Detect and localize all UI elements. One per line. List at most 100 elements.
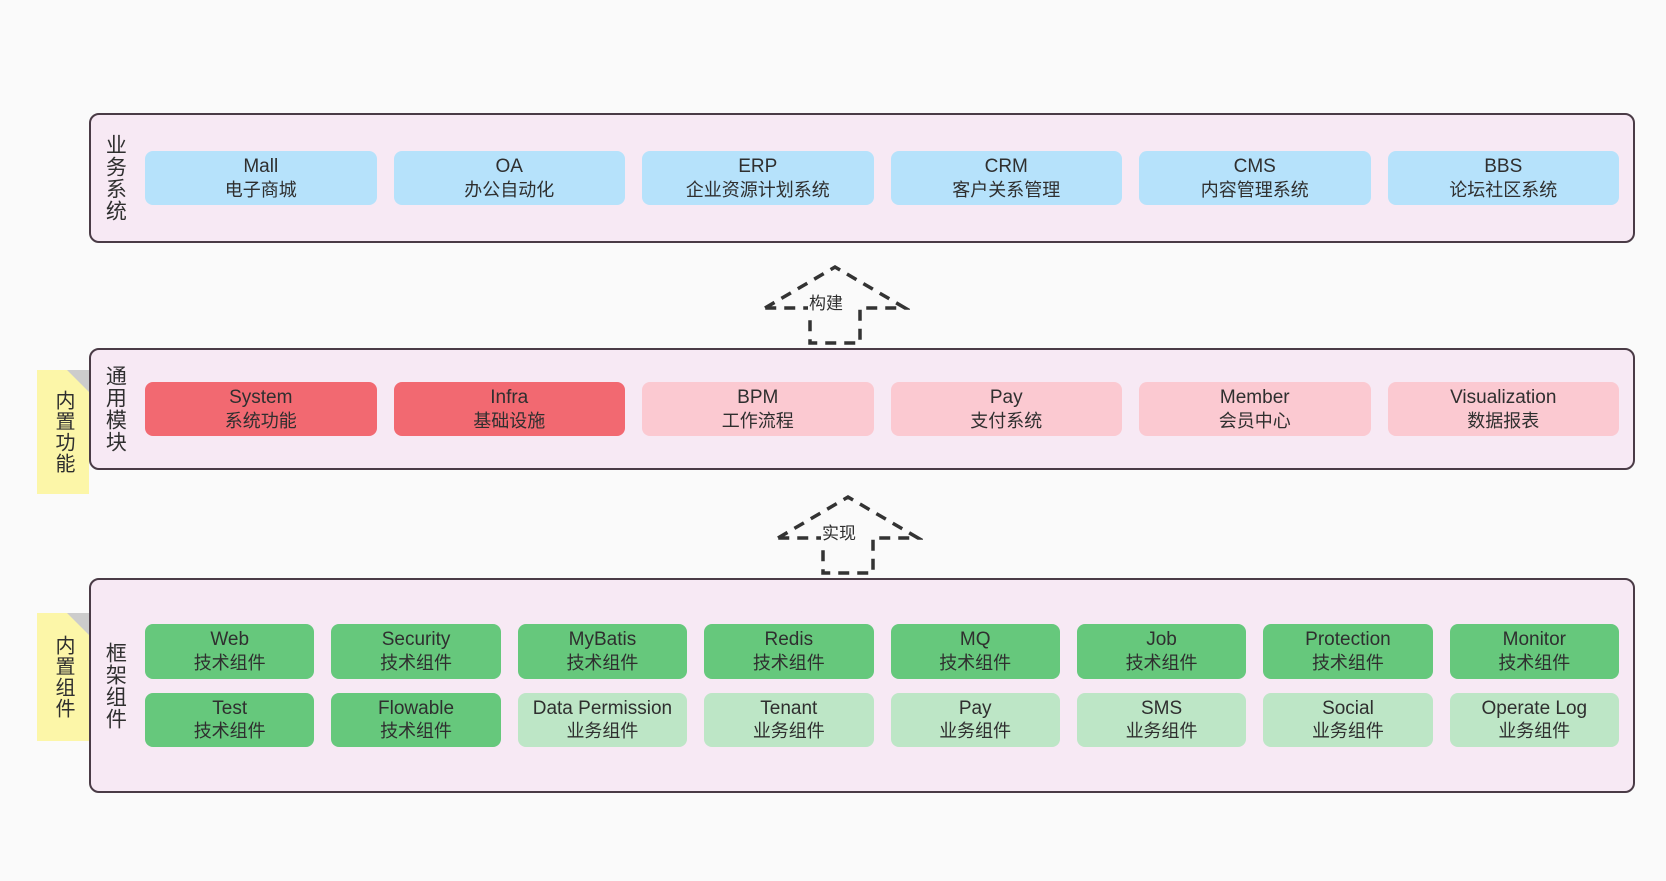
node-pay-module-en: Pay xyxy=(989,386,1023,408)
node-sms[interactable]: SMS 业务组件 xyxy=(1076,692,1247,747)
node-pay-component-cn: 业务组件 xyxy=(939,721,1012,742)
node-monitor-en: Monitor xyxy=(1502,629,1566,651)
node-data-permission-cn: 业务组件 xyxy=(566,721,639,742)
sticky-note-builtin-component-label: 内置组件 xyxy=(52,635,74,719)
node-social-cn: 业务组件 xyxy=(1311,721,1384,742)
node-erp-cn: 企业资源计划系统 xyxy=(685,179,830,200)
sticky-note-builtin-component: 内置组件 xyxy=(37,613,89,741)
node-bbs-en: BBS xyxy=(1484,155,1523,177)
node-protection-cn: 技术组件 xyxy=(1311,653,1384,673)
node-member-cn: 会员中心 xyxy=(1218,410,1291,431)
node-pay-module[interactable]: Pay 支付系统 xyxy=(890,381,1122,437)
node-operate-log-en: Operate Log xyxy=(1481,697,1588,719)
row-common-modules: System 系统功能 Infra 基础设施 BPM 工作流程 Pay 支付系统… xyxy=(145,381,1619,437)
layer-framework-component: 框架组件 Web 技术组件 Security 技术组件 MyBatis 技术组件… xyxy=(89,578,1635,793)
node-pay-component-en: Pay xyxy=(958,697,992,719)
connector-implement: 实现 xyxy=(773,492,923,578)
node-flowable-en: Flowable xyxy=(378,697,455,719)
sticky-note-builtin-function-label: 内置功能 xyxy=(52,390,74,474)
node-monitor-cn: 技术组件 xyxy=(1498,653,1571,673)
node-mall-en: Mall xyxy=(243,155,279,177)
node-protection-en: Protection xyxy=(1305,629,1391,651)
node-visualization-cn: 数据报表 xyxy=(1467,410,1540,431)
node-sms-en: SMS xyxy=(1140,697,1183,719)
node-bbs[interactable]: BBS 论坛社区系统 xyxy=(1387,150,1619,206)
node-job[interactable]: Job 技术组件 xyxy=(1076,624,1247,679)
node-social[interactable]: Social 业务组件 xyxy=(1263,692,1433,747)
node-mq[interactable]: MQ 技术组件 xyxy=(890,624,1060,679)
node-tenant-en: Tenant xyxy=(760,697,818,719)
node-erp-en: ERP xyxy=(738,155,778,177)
node-operate-log[interactable]: Operate Log 业务组件 xyxy=(1449,692,1619,747)
node-visualization-en: Visualization xyxy=(1450,386,1557,408)
node-oa[interactable]: OA 办公自动化 xyxy=(393,150,625,206)
node-pay-component[interactable]: Pay 业务组件 xyxy=(890,692,1060,747)
node-mq-cn: 技术组件 xyxy=(939,653,1012,673)
node-visualization[interactable]: Visualization 数据报表 xyxy=(1387,381,1619,437)
node-security[interactable]: Security 技术组件 xyxy=(331,624,501,679)
connector-build: 构建 xyxy=(760,262,910,348)
node-pay-module-cn: 支付系统 xyxy=(970,410,1043,431)
row-business-components: Test 技术组件 Flowable 技术组件 Data Permission … xyxy=(145,692,1619,747)
node-mall[interactable]: Mall 电子商城 xyxy=(145,150,377,206)
node-mall-cn: 电子商城 xyxy=(224,179,297,200)
node-mybatis-en: MyBatis xyxy=(568,629,637,651)
node-flowable-cn: 技术组件 xyxy=(380,721,453,742)
node-oa-en: OA xyxy=(495,155,523,177)
node-security-en: Security xyxy=(381,629,451,651)
node-data-permission-en: Data Permission xyxy=(532,697,673,719)
node-sms-cn: 业务组件 xyxy=(1125,721,1198,742)
row-business-systems: Mall 电子商城 OA 办公自动化 ERP 企业资源计划系统 CRM 客户关系… xyxy=(145,150,1619,206)
node-protection[interactable]: Protection 技术组件 xyxy=(1263,624,1433,679)
node-data-permission[interactable]: Data Permission 业务组件 xyxy=(517,692,688,747)
node-tenant[interactable]: Tenant 业务组件 xyxy=(704,692,874,747)
node-member-en: Member xyxy=(1219,386,1290,408)
layer-business-system: 业务系统 Mall 电子商城 OA 办公自动化 ERP 企业资源计划系统 CRM… xyxy=(89,113,1635,243)
note-fold-icon xyxy=(67,613,89,635)
node-test[interactable]: Test 技术组件 xyxy=(145,692,315,747)
row-technical-components: Web 技术组件 Security 技术组件 MyBatis 技术组件 Redi… xyxy=(145,624,1619,679)
node-bbs-cn: 论坛社区系统 xyxy=(1449,179,1558,200)
node-web[interactable]: Web 技术组件 xyxy=(145,624,315,679)
node-infra[interactable]: Infra 基础设施 xyxy=(393,381,625,437)
node-redis-en: Redis xyxy=(764,629,814,651)
node-redis[interactable]: Redis 技术组件 xyxy=(704,624,874,679)
node-test-cn: 技术组件 xyxy=(193,721,266,742)
node-cms-cn: 内容管理系统 xyxy=(1200,179,1309,200)
node-security-cn: 技术组件 xyxy=(380,653,453,673)
note-fold-icon xyxy=(67,370,89,392)
node-job-en: Job xyxy=(1146,629,1177,651)
sticky-note-builtin-function: 内置功能 xyxy=(37,370,89,494)
node-cms[interactable]: CMS 内容管理系统 xyxy=(1139,150,1371,206)
layer-title-common-module: 通用模块 xyxy=(103,365,127,453)
connector-build-label: 构建 xyxy=(808,289,844,314)
node-crm[interactable]: CRM 客户关系管理 xyxy=(890,150,1122,206)
node-flowable[interactable]: Flowable 技术组件 xyxy=(331,692,501,747)
node-erp[interactable]: ERP 企业资源计划系统 xyxy=(642,150,874,206)
node-bpm[interactable]: BPM 工作流程 xyxy=(642,381,874,437)
node-job-cn: 技术组件 xyxy=(1125,653,1198,673)
layer-common-module: 通用模块 System 系统功能 Infra 基础设施 BPM 工作流程 Pay… xyxy=(89,348,1635,470)
node-redis-cn: 技术组件 xyxy=(752,653,825,673)
connector-implement-label: 实现 xyxy=(821,519,857,544)
node-test-en: Test xyxy=(212,697,248,719)
layer-body-framework-component: Web 技术组件 Security 技术组件 MyBatis 技术组件 Redi… xyxy=(137,580,1633,791)
node-cms-en: CMS xyxy=(1233,155,1276,177)
node-social-en: Social xyxy=(1322,697,1374,719)
node-infra-cn: 基础设施 xyxy=(473,410,546,431)
node-bpm-cn: 工作流程 xyxy=(721,410,794,431)
layer-body-common-module: System 系统功能 Infra 基础设施 BPM 工作流程 Pay 支付系统… xyxy=(137,350,1633,468)
node-mybatis-cn: 技术组件 xyxy=(566,653,639,673)
node-monitor[interactable]: Monitor 技术组件 xyxy=(1449,624,1619,679)
node-member[interactable]: Member 会员中心 xyxy=(1139,381,1371,437)
node-system[interactable]: System 系统功能 xyxy=(145,381,377,437)
node-mq-en: MQ xyxy=(959,629,991,651)
layer-title-framework-component: 框架组件 xyxy=(103,641,127,730)
node-bpm-en: BPM xyxy=(737,386,779,408)
node-web-cn: 技术组件 xyxy=(193,653,266,673)
node-crm-en: CRM xyxy=(984,155,1028,177)
node-mybatis[interactable]: MyBatis 技术组件 xyxy=(517,624,688,679)
node-infra-en: Infra xyxy=(490,386,529,408)
node-tenant-cn: 业务组件 xyxy=(752,721,825,742)
